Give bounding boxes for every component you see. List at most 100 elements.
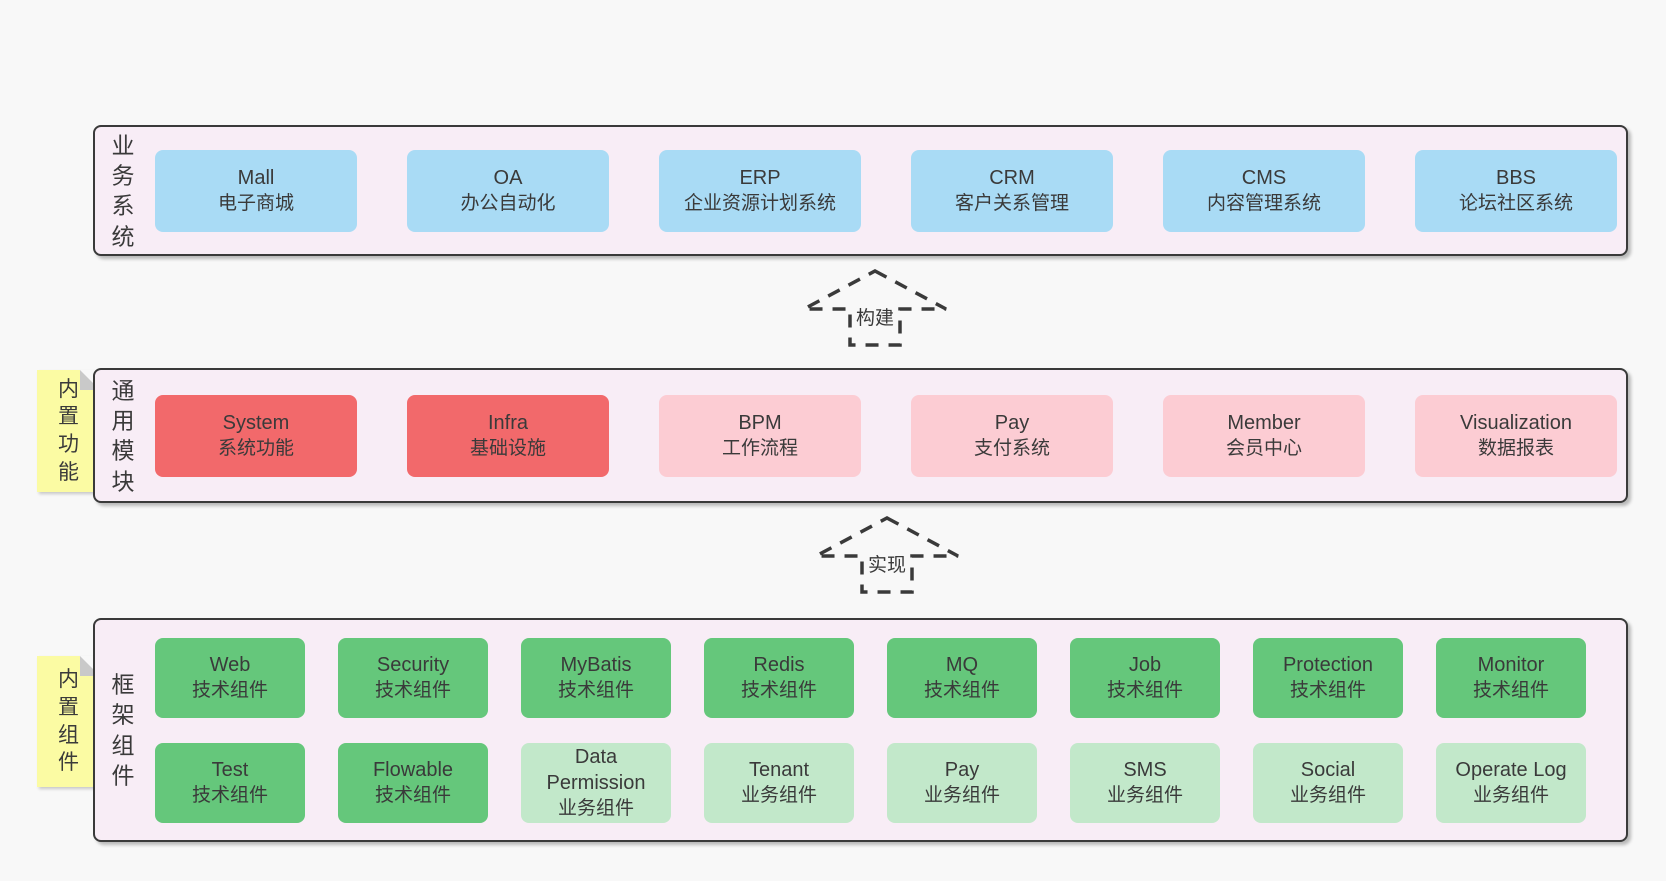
box-test: Test 技术组件: [155, 742, 305, 823]
band-framework-components: 框架组件 Web 技术组件 Security 技术组件 MyBatis 技术组件…: [93, 618, 1628, 842]
box-desc: 技术组件: [1472, 680, 1549, 702]
band-label-common-modules: 通用模块: [111, 376, 135, 494]
box-desc: 技术组件: [191, 680, 268, 702]
box-name: CMS: [1241, 166, 1287, 189]
box-mall: Mall 电子商城: [155, 149, 357, 232]
box-name: Mall: [237, 166, 275, 189]
box-desc: 系统功能: [217, 438, 294, 460]
box-desc: 业务组件: [740, 785, 817, 807]
box-name: CRM: [989, 166, 1035, 189]
module-box-group: System 系统功能 Infra 基础设施 BPM 工作流程 Pay 支付系统…: [155, 394, 1617, 477]
box-desc: 工作流程: [721, 438, 798, 460]
box-operate-log: Operate Log 业务组件: [1436, 742, 1586, 823]
box-cms: CMS 内容管理系统: [1163, 149, 1365, 232]
box-desc: 技术组件: [1106, 680, 1183, 702]
box-infra: Infra 基础设施: [407, 394, 609, 477]
box-name: Redis: [753, 653, 805, 676]
box-desc: 办公自动化: [460, 193, 556, 215]
arrow-implement-label: 实现: [864, 550, 910, 577]
arrow-build: 构建: [800, 268, 950, 348]
sticky-note-builtin-features: 内置功能: [37, 370, 100, 492]
box-desc: 会员中心: [1225, 438, 1302, 460]
box-name: Test: [211, 758, 249, 781]
band-label-business-systems: 业务系统: [111, 131, 135, 249]
box-desc: 技术组件: [1289, 680, 1366, 702]
band-label-framework-components: 框架组件: [111, 671, 135, 789]
box-bbs: BBS 论坛社区系统: [1415, 149, 1617, 232]
box-protection: Protection 技术组件: [1253, 637, 1403, 718]
box-tenant: Tenant 业务组件: [704, 742, 854, 823]
box-web: Web 技术组件: [155, 637, 305, 718]
box-desc: 技术组件: [374, 680, 451, 702]
box-flowable: Flowable 技术组件: [338, 742, 488, 823]
box-name: BBS: [1495, 166, 1537, 189]
box-name: Flowable: [372, 758, 454, 781]
box-name: Job: [1128, 653, 1162, 676]
box-crm: CRM 客户关系管理: [911, 149, 1113, 232]
box-desc: 业务组件: [1106, 785, 1183, 807]
box-name: OA: [493, 166, 523, 189]
box-desc: 业务组件: [923, 785, 1000, 807]
box-desc: 业务组件: [1472, 785, 1549, 807]
box-desc: 客户关系管理: [954, 193, 1069, 215]
box-desc: 技术组件: [923, 680, 1000, 702]
band-business-systems: 业务系统 Mall 电子商城 OA 办公自动化 ERP 企业资源计划系统 CRM…: [93, 125, 1628, 256]
box-visualization: Visualization 数据报表: [1415, 394, 1617, 477]
box-name: MyBatis: [560, 653, 632, 676]
box-name: Pay: [994, 411, 1030, 434]
box-name: System: [222, 411, 290, 434]
box-erp: ERP 企业资源计划系统: [659, 149, 861, 232]
box-desc: 技术组件: [374, 785, 451, 807]
box-desc: 基础设施: [469, 438, 546, 460]
box-desc: 支付系统: [973, 438, 1050, 460]
box-desc: 论坛社区系统: [1458, 193, 1573, 215]
box-member: Member 会员中心: [1163, 394, 1365, 477]
box-desc: 技术组件: [191, 785, 268, 807]
box-name: Visualization: [1460, 411, 1572, 434]
box-name: Protection: [1282, 653, 1374, 676]
sticky-note-builtin-components: 内置组件: [37, 656, 100, 787]
business-box-group: Mall 电子商城 OA 办公自动化 ERP 企业资源计划系统 CRM 客户关系…: [155, 149, 1617, 232]
box-name: Monitor: [1477, 653, 1545, 676]
box-name: Operate Log: [1455, 758, 1567, 781]
box-redis: Redis 技术组件: [704, 637, 854, 718]
component-row-2: Test 技术组件 Flowable 技术组件 Data Permission …: [155, 742, 1586, 823]
box-oa: OA 办公自动化: [407, 149, 609, 232]
box-name: Social: [1300, 758, 1356, 781]
box-desc: 电子商城: [217, 193, 294, 215]
box-desc: 业务组件: [1289, 785, 1366, 807]
box-pay-component: Pay 业务组件: [887, 742, 1037, 823]
arrow-build-label: 构建: [852, 303, 898, 330]
box-bpm: BPM 工作流程: [659, 394, 861, 477]
up-arrow-icon: [803, 269, 947, 347]
box-social: Social 业务组件: [1253, 742, 1403, 823]
component-row-1: Web 技术组件 Security 技术组件 MyBatis 技术组件 Redi…: [155, 637, 1586, 718]
box-desc: 业务组件: [557, 798, 634, 820]
box-name: Web: [209, 653, 251, 676]
box-name: Infra: [487, 411, 529, 434]
band-common-modules: 通用模块 System 系统功能 Infra 基础设施 BPM 工作流程 Pay…: [93, 368, 1628, 503]
box-desc: 技术组件: [557, 680, 634, 702]
box-desc: 数据报表: [1477, 438, 1554, 460]
box-monitor: Monitor 技术组件: [1436, 637, 1586, 718]
box-desc: 企业资源计划系统: [683, 193, 836, 215]
box-mybatis: MyBatis 技术组件: [521, 637, 671, 718]
box-security: Security 技术组件: [338, 637, 488, 718]
box-job: Job 技术组件: [1070, 637, 1220, 718]
box-pay-system: Pay 支付系统: [911, 394, 1113, 477]
box-name: Data Permission: [546, 745, 646, 794]
box-desc: 技术组件: [740, 680, 817, 702]
box-system: System 系统功能: [155, 394, 357, 477]
up-arrow-icon: [815, 516, 959, 594]
box-name: BPM: [738, 411, 782, 434]
box-name: Pay: [944, 758, 980, 781]
box-mq: MQ 技术组件: [887, 637, 1037, 718]
box-name: ERP: [739, 166, 781, 189]
box-name: SMS: [1123, 758, 1167, 781]
box-desc: 内容管理系统: [1206, 193, 1321, 215]
box-name: MQ: [945, 653, 979, 676]
sticky-label: 内置组件: [58, 668, 79, 775]
sticky-label: 内置功能: [58, 377, 79, 484]
arrow-implement: 实现: [812, 515, 962, 595]
box-name: Security: [376, 653, 450, 676]
